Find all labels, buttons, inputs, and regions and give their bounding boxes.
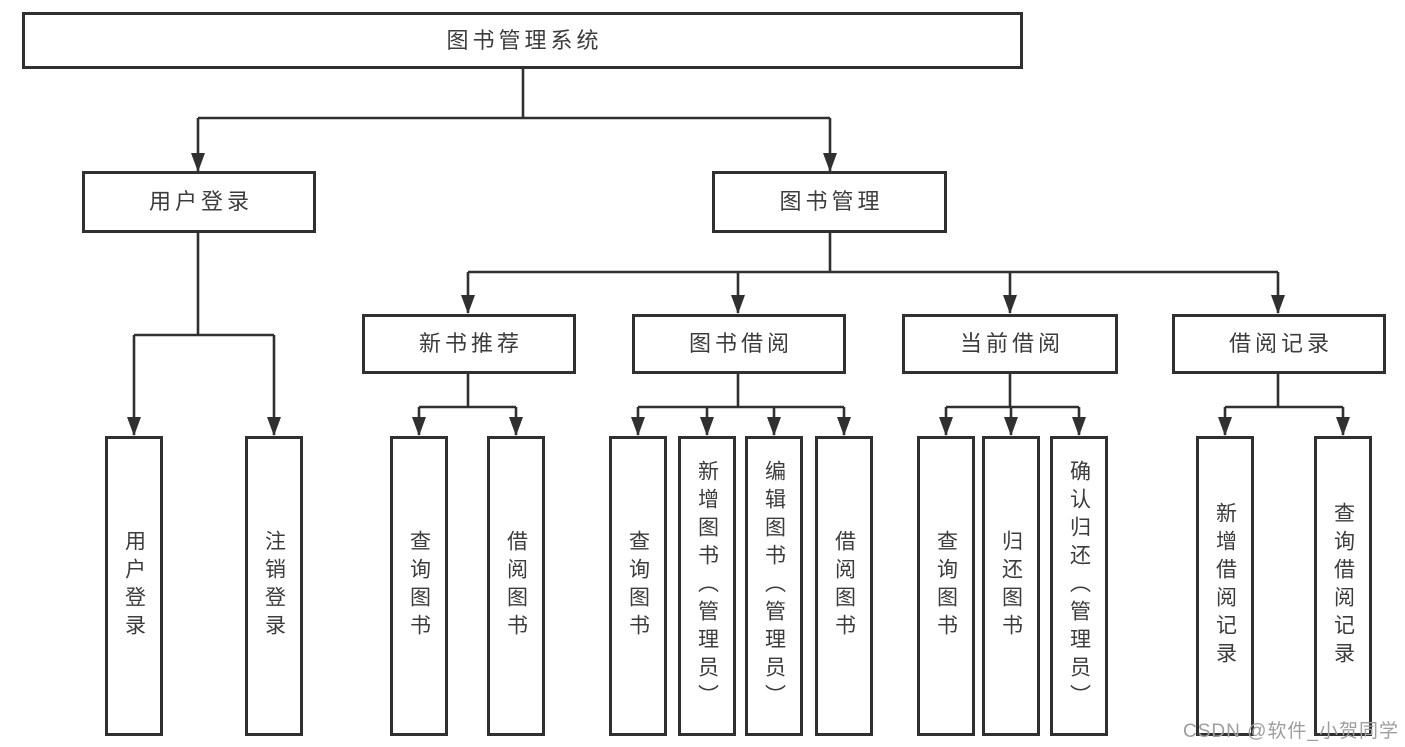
- node-label: 查询图书: [407, 530, 431, 642]
- node-br-add-record: 新增借阅记录: [1196, 436, 1254, 736]
- node-label: 查询借阅记录: [1331, 502, 1355, 670]
- node-nbr-query-books: 查询图书: [390, 436, 448, 736]
- node-label: 用户登录: [122, 530, 146, 642]
- node-label: 借阅图书: [504, 530, 528, 642]
- node-label: 借阅图书: [832, 530, 856, 642]
- node-bb-add-books-admin: 新增图书（管理员）: [678, 436, 736, 736]
- node-book-management-branch: 图书管理: [712, 171, 947, 233]
- node-label: 查询图书: [626, 530, 650, 642]
- node-user-login-branch: 用户登录: [82, 171, 316, 233]
- csdn-watermark: CSDN @软件_小贺同学: [1183, 721, 1399, 742]
- node-label: 新增借阅记录: [1213, 502, 1237, 670]
- node-borrowing-records: 借阅记录: [1172, 314, 1386, 374]
- tree-branch-lines: [134, 69, 1343, 409]
- node-book-borrowing: 图书借阅: [632, 314, 846, 374]
- node-label: 新增图书（管理员）: [695, 460, 719, 712]
- node-bb-query-books: 查询图书: [609, 436, 667, 736]
- node-new-book-recommendation: 新书推荐: [362, 314, 576, 374]
- node-label: 确认归还（管理员）: [1067, 460, 1091, 712]
- node-cb-return-books: 归还图书: [982, 436, 1040, 736]
- tree-arrow-lines: [127, 118, 1350, 436]
- node-bb-edit-books-admin: 编辑图书（管理员）: [745, 436, 803, 736]
- node-label: 注销登录: [262, 530, 286, 642]
- node-nbr-borrow-books: 借阅图书: [487, 436, 545, 736]
- node-label: 编辑图书（管理员）: [762, 460, 786, 712]
- node-cb-confirm-return-admin: 确认归还（管理员）: [1050, 436, 1108, 736]
- node-logout: 注销登录: [245, 436, 303, 736]
- node-br-query-record: 查询借阅记录: [1314, 436, 1372, 736]
- node-library-management-system: 图书管理系统: [22, 12, 1023, 69]
- node-label: 归还图书: [999, 530, 1023, 642]
- node-cb-query-books: 查询图书: [917, 436, 975, 736]
- node-bb-borrow-books: 借阅图书: [815, 436, 873, 736]
- node-user-login-leaf: 用户登录: [105, 436, 163, 736]
- node-label: 查询图书: [934, 530, 958, 642]
- node-current-borrowing: 当前借阅: [902, 314, 1118, 374]
